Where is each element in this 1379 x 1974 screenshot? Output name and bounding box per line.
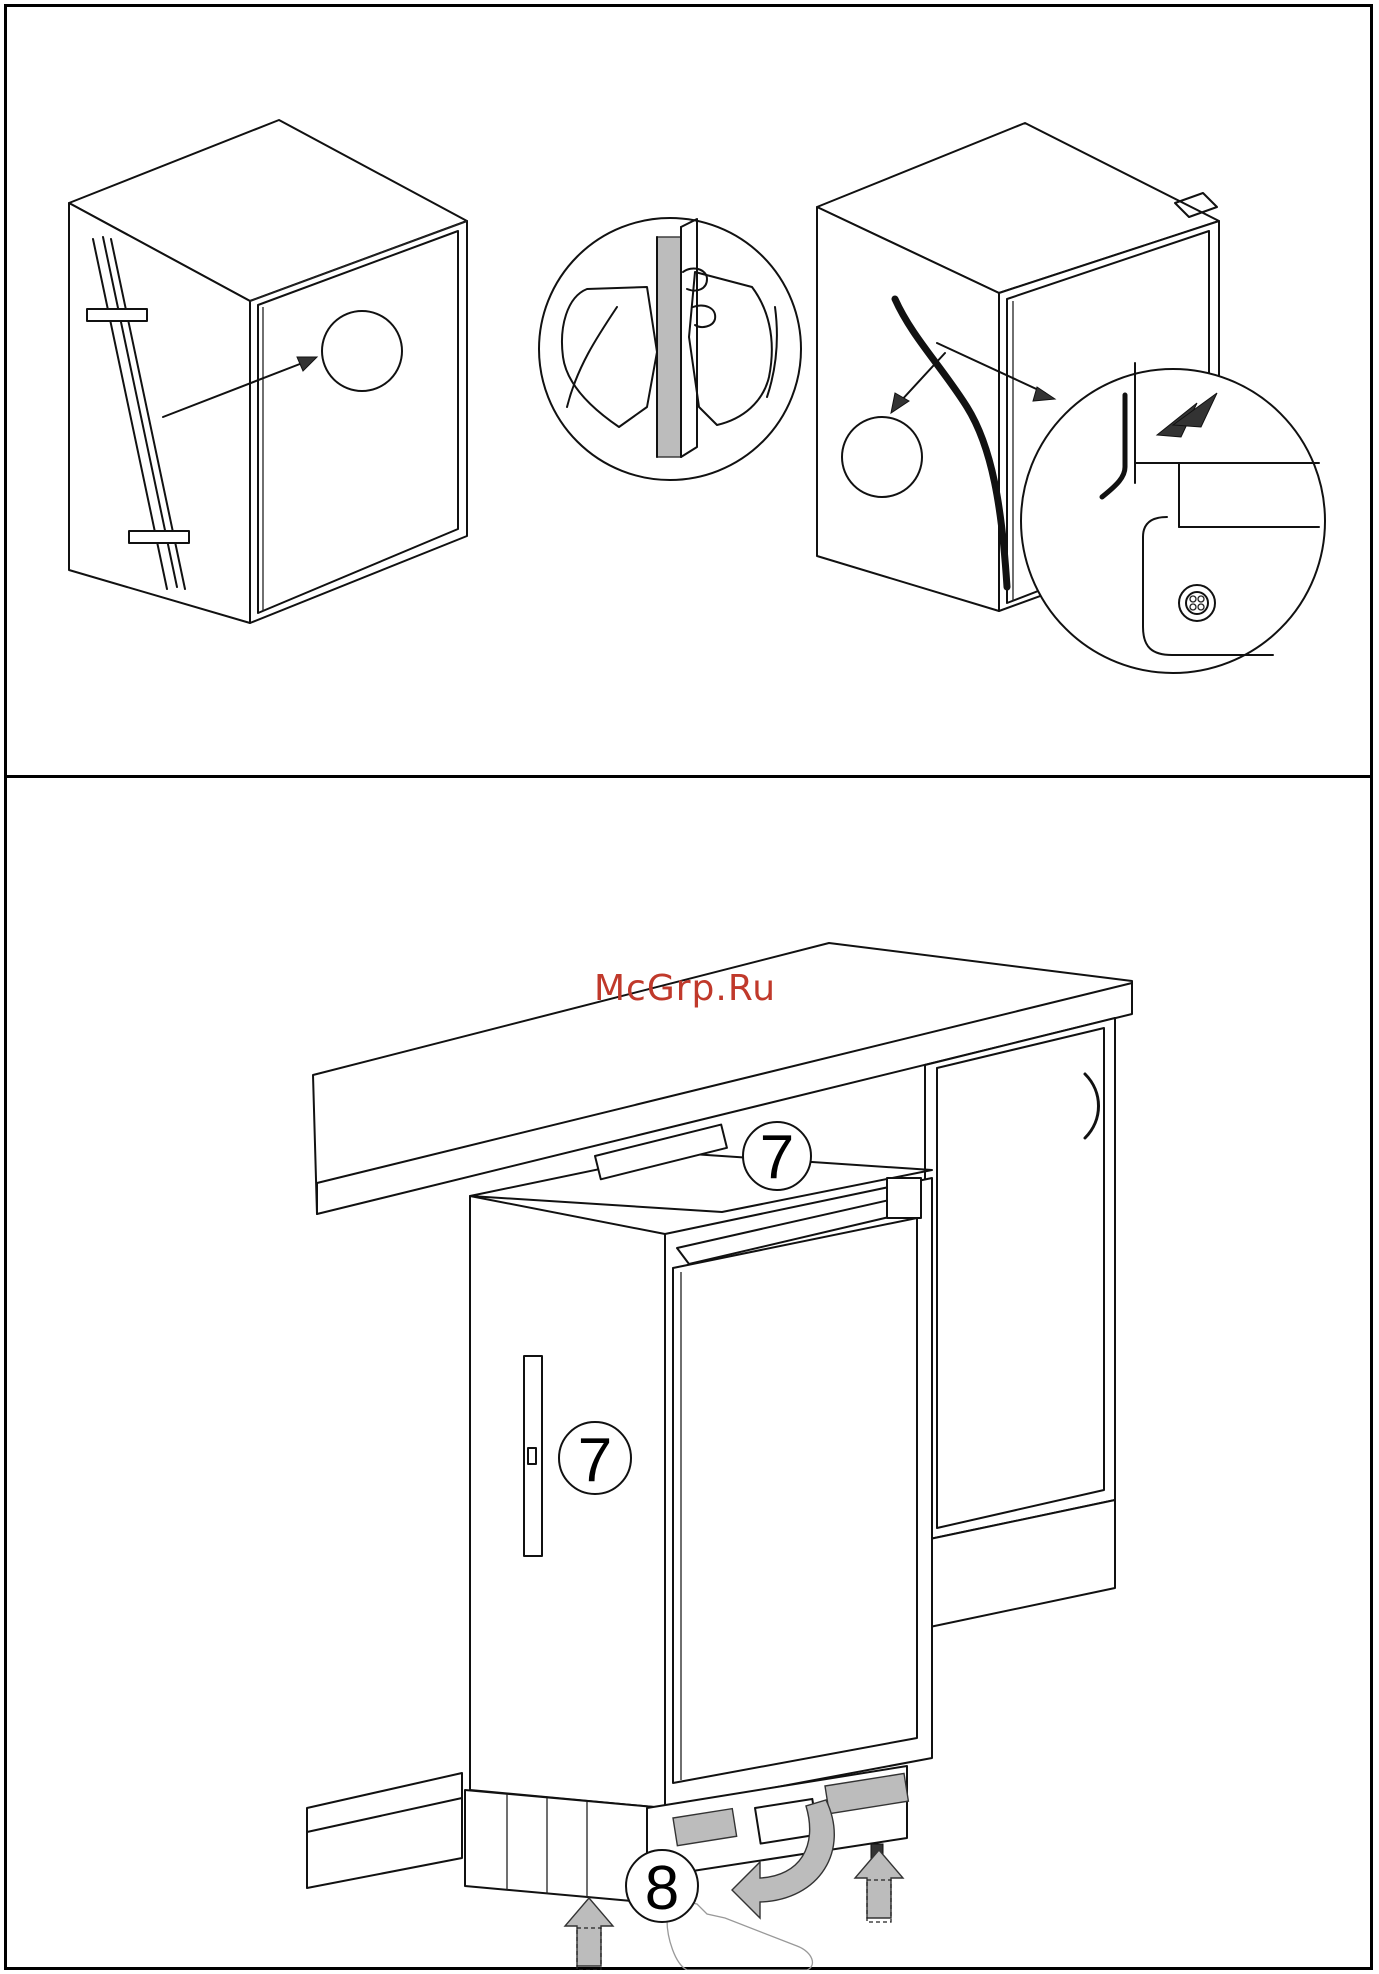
callout-7-top-label: 7 [760, 1123, 794, 1192]
top-illustration [7, 7, 1376, 781]
appliance [465, 1125, 932, 1904]
side-cabinet [925, 1018, 1115, 1628]
top-instruction-panel [4, 4, 1373, 778]
callout-7-side: 7 [559, 1422, 631, 1495]
tape-strip-icon [87, 309, 147, 321]
left-cabinet [69, 120, 467, 623]
callout-7-top: 7 [743, 1122, 811, 1192]
up-arrow-icon [855, 1850, 903, 1922]
tape-strip-icon [129, 531, 189, 543]
up-arrow-icon [565, 1898, 613, 1970]
callout-7-side-label: 7 [578, 1426, 612, 1495]
hands-peeling-strip-icon [539, 218, 801, 480]
bottom-illustration: 7 7 [7, 778, 1376, 1970]
bottom-instruction-panel: 7 7 [4, 778, 1373, 1970]
left-plinth [307, 1773, 462, 1888]
wrench-icon [667, 1903, 812, 1970]
